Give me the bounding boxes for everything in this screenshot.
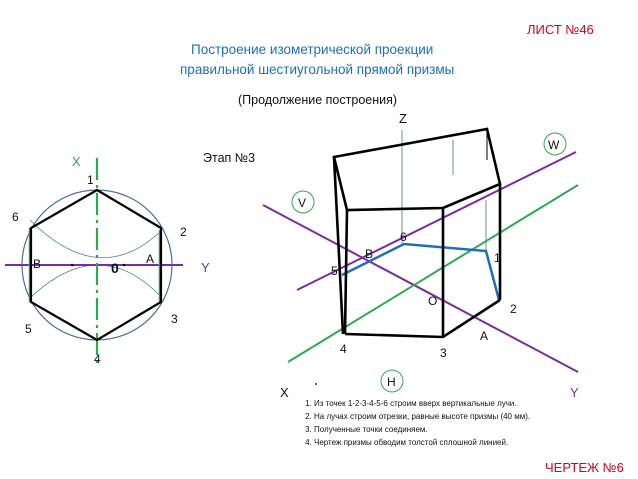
plane-v-circle <box>291 190 315 214</box>
edge-4 <box>343 209 349 335</box>
plane-h-circle <box>380 369 404 393</box>
title-line-1: Построение изометрической проекции <box>191 42 434 57</box>
right-label-6: 6 <box>400 230 407 244</box>
left-label-1: 1 <box>87 173 94 187</box>
plane-w-circle <box>543 132 567 156</box>
right-label-z: Z <box>399 111 407 126</box>
prism-purple-diagonal <box>296 151 577 291</box>
right-label-x: X <box>280 385 289 400</box>
origin-dot <box>315 383 317 385</box>
dot-a <box>122 263 126 267</box>
plane-h-label: H <box>387 375 396 389</box>
right-label-4: 4 <box>340 342 347 356</box>
title-line-2: правильной шестиугольной прямой призмы <box>180 62 455 77</box>
right-label-2: 2 <box>510 302 517 316</box>
prism-x-axis <box>287 184 579 363</box>
plane-v-label: V <box>298 196 306 210</box>
step-item: Чертеж призмы обводим толстой сплошной л… <box>314 436 530 449</box>
right-figure: V W H Z X Y O A B 1 2 3 4 5 6 <box>262 111 579 400</box>
left-figure: X Y 0 B A 1 2 3 4 5 6 <box>5 154 210 368</box>
prism-y-axis <box>262 204 579 373</box>
dot-b <box>70 263 74 267</box>
subtitle: (Продолжение построения) <box>238 93 398 107</box>
sheet-number: ЛИСТ №46 <box>527 22 594 37</box>
stage-label: Этап №3 <box>203 151 256 165</box>
prism-bottom-edges <box>344 298 501 339</box>
hexagon <box>29 188 163 342</box>
right-label-y: Y <box>570 385 579 400</box>
plane-w-label: W <box>548 138 560 152</box>
right-label-5: 5 <box>331 264 338 278</box>
steps-list: Из точек 1-2-3-4-5-6 строим вверх вертик… <box>296 397 530 449</box>
left-label-3: 3 <box>171 312 178 326</box>
right-label-a: A <box>480 329 488 343</box>
left-label-b: B <box>33 257 41 271</box>
step-item: На лучах строим отрезки, равные высоте п… <box>314 410 530 423</box>
right-label-o: O <box>428 294 437 308</box>
left-label-5: 5 <box>25 322 32 336</box>
left-label-center: 0 <box>111 260 119 276</box>
step-item: Полученные точки соединяем. <box>314 423 530 436</box>
left-label-2: 2 <box>180 225 187 239</box>
left-label-x: X <box>72 154 81 169</box>
right-label-3: 3 <box>440 346 447 360</box>
left-label-y: Y <box>201 260 210 275</box>
left-label-6: 6 <box>12 210 19 224</box>
base-hidden-edges <box>341 242 501 301</box>
right-label-1: 1 <box>494 251 501 265</box>
prism-top-face <box>332 127 502 212</box>
step-item: Из точек 1-2-3-4-5-6 строим вверх вертик… <box>314 397 530 410</box>
edge-5 <box>332 156 345 335</box>
left-label-a: A <box>146 252 154 266</box>
drawing-number: ЧЕРТЕЖ №6 <box>545 460 624 475</box>
left-label-4: 4 <box>94 352 101 366</box>
right-label-b: B <box>365 247 373 261</box>
